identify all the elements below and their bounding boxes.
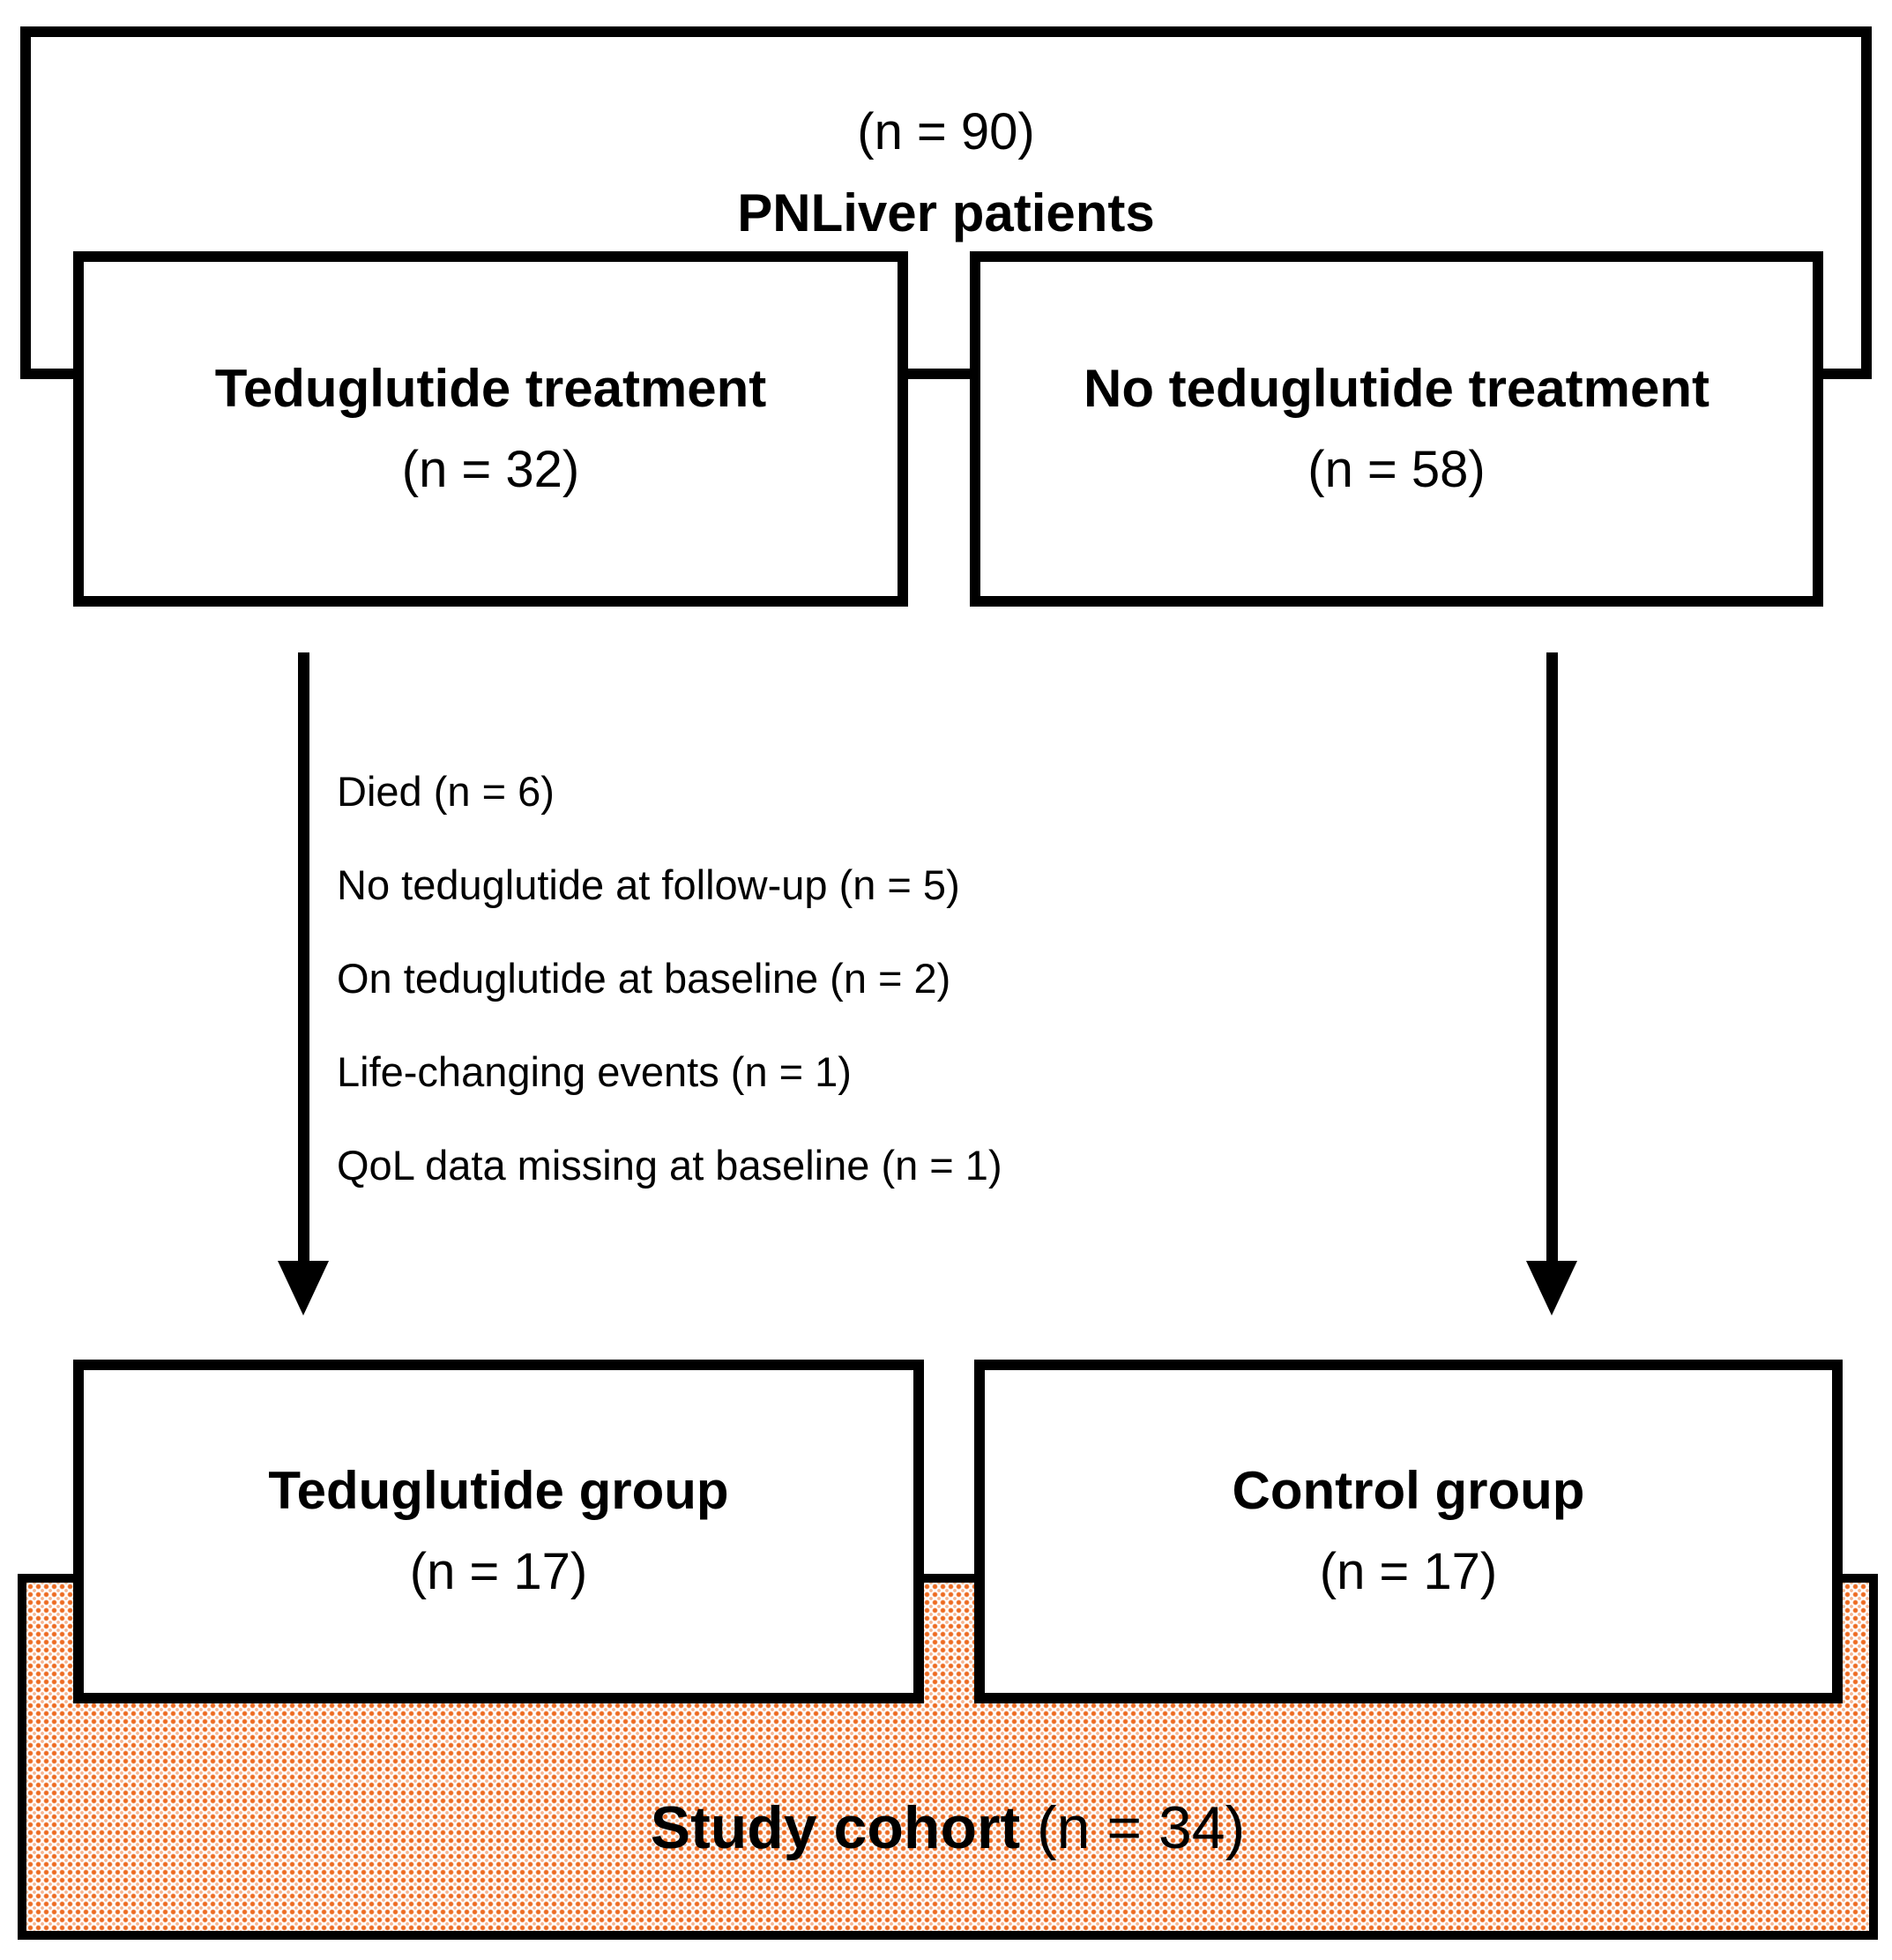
control-group-n: (n = 17) xyxy=(1319,1543,1498,1600)
teduglutide-treatment-title: Teduglutide treatment xyxy=(214,358,767,418)
no-teduglutide-treatment-n: (n = 58) xyxy=(1307,440,1486,498)
exclusion-item-qol-missing: QoL data missing at baseline (n = 1) xyxy=(337,1142,1002,1189)
control-group-box: Control group (n = 17) xyxy=(974,1360,1843,1703)
teduglutide-group-box: Teduglutide group (n = 17) xyxy=(73,1360,924,1703)
control-group-title: Control group xyxy=(1232,1461,1585,1520)
left-arrow-head-icon xyxy=(278,1261,329,1315)
no-teduglutide-treatment-box: No teduglutide treatment (n = 58) xyxy=(970,251,1823,607)
exclusion-item-on-teduglutide-baseline: On teduglutide at baseline (n = 2) xyxy=(337,955,951,1002)
teduglutide-treatment-box: Teduglutide treatment (n = 32) xyxy=(73,251,908,607)
study-cohort-label: Study cohort (n = 34) xyxy=(26,1792,1869,1863)
exclusion-item-life-changing-events: Life-changing events (n = 1) xyxy=(337,1048,852,1095)
right-arrow-head-icon xyxy=(1526,1261,1577,1315)
teduglutide-group-n: (n = 17) xyxy=(409,1543,588,1600)
teduglutide-treatment-n: (n = 32) xyxy=(401,440,580,498)
pnliver-title: PNLiver patients xyxy=(737,183,1155,242)
exclusion-item-died: Died (n = 6) xyxy=(337,768,555,815)
pnliver-n-label: (n = 90) xyxy=(857,103,1035,160)
study-cohort-label-n: (n = 34) xyxy=(1020,1794,1246,1861)
no-teduglutide-treatment-title: No teduglutide treatment xyxy=(1083,358,1710,418)
study-cohort-label-bold: Study cohort xyxy=(650,1794,1021,1861)
exclusion-item-no-teduglutide-followup: No teduglutide at follow-up (n = 5) xyxy=(337,861,960,908)
right-arrow-shaft xyxy=(1546,652,1558,1263)
left-arrow-shaft xyxy=(298,652,309,1263)
teduglutide-group-title: Teduglutide group xyxy=(268,1461,729,1520)
exclusion-list: Died (n = 6) No teduglutide at follow-up… xyxy=(337,745,1002,1212)
